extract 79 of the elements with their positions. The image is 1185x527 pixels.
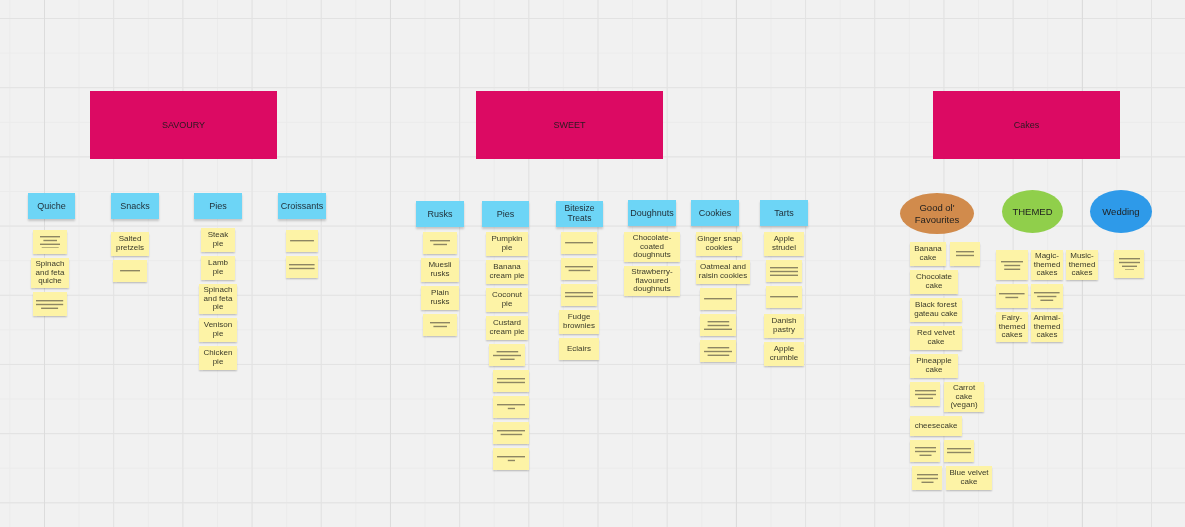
sticky-note [561, 284, 597, 306]
sticky-note: Apple strudel [764, 232, 804, 256]
category-ellipse: Good ol' Favourites [900, 193, 974, 234]
sticky-note: Muesli rusks [421, 258, 459, 282]
category-tab: Bitesize Treats [556, 201, 603, 227]
sticky-note: Ginger snap cookies [696, 232, 742, 256]
sticky-note: Danish pastry [764, 314, 804, 338]
category-tab: Croissants [278, 193, 326, 219]
sticky-note: Blue velvet cake [946, 466, 992, 490]
sticky-note: Apple crumble [764, 342, 804, 366]
section-header: Cakes [933, 91, 1120, 159]
category-tab: Cookies [691, 200, 739, 226]
sticky-note: Custard cream pie [486, 316, 528, 340]
sticky-note: Venison pie [199, 318, 237, 342]
sticky-note [489, 344, 525, 366]
section-header: SWEET [476, 91, 663, 159]
sticky-note: Chicken pie [199, 346, 237, 370]
sticky-note: Black forest gateau cake [910, 298, 962, 322]
sticky-note [423, 232, 457, 254]
sticky-note [561, 258, 597, 280]
category-tab: Rusks [416, 201, 464, 227]
sticky-note: Fairy-themed cakes [996, 312, 1028, 342]
category-tab: Doughnuts [628, 200, 676, 226]
sticky-note: Oatmeal and raisin cookies [696, 260, 750, 284]
sticky-note [286, 230, 318, 252]
sticky-note [912, 466, 942, 490]
sticky-note: Pineapple cake [910, 354, 958, 378]
sticky-note: Spinach and feta pie [199, 284, 237, 314]
sticky-note [944, 440, 974, 462]
sticky-note: Magic-themed cakes [1031, 250, 1063, 280]
sticky-note: Carrot cake (vegan) [944, 382, 984, 412]
sticky-note [493, 370, 529, 392]
sticky-note: Coconut pie [486, 288, 528, 312]
sticky-note [996, 284, 1028, 308]
sticky-note [493, 422, 529, 444]
sticky-note: cheesecake [910, 416, 962, 436]
sticky-note [700, 340, 736, 362]
sticky-note: Salted pretzels [111, 232, 149, 256]
sticky-note [493, 448, 529, 470]
sticky-note: Red velvet cake [910, 326, 962, 350]
sticky-note [766, 260, 802, 282]
sticky-note [286, 256, 318, 278]
sticky-note: Banana cake [910, 242, 946, 266]
sticky-note [700, 288, 736, 310]
sticky-note: Chocolate cake [910, 270, 958, 294]
sticky-note [113, 260, 147, 282]
sticky-note [1114, 250, 1144, 278]
category-tab: Quiche [28, 193, 75, 219]
sticky-note [33, 230, 67, 254]
sticky-note: Eclairs [559, 338, 599, 360]
sticky-note [700, 314, 736, 336]
sticky-note [910, 382, 940, 406]
sticky-note [561, 232, 597, 254]
section-header: SAVOURY [90, 91, 277, 159]
sticky-note: Music-themed cakes [1066, 250, 1098, 280]
category-ellipse: THEMED [1002, 190, 1063, 233]
sticky-note: Plain rusks [421, 286, 459, 310]
category-ellipse: Wedding [1090, 190, 1152, 233]
sticky-note [766, 286, 802, 308]
sticky-note: Pumpkin pie [486, 232, 528, 256]
sticky-note: Spinach and feta quiche [31, 258, 69, 288]
sticky-note [423, 314, 457, 336]
sticky-note: Fudge brownies [559, 310, 599, 334]
category-tab: Pies [194, 193, 242, 219]
category-tab: Tarts [760, 200, 808, 226]
sticky-note [950, 242, 980, 266]
sticky-note: Chocolate-coated doughnuts [624, 232, 680, 262]
sticky-note [996, 250, 1028, 280]
sticky-note [1031, 284, 1063, 308]
category-tab: Snacks [111, 193, 159, 219]
category-tab: Pies [482, 201, 529, 227]
sticky-note: Strawberry-flavoured doughnuts [624, 266, 680, 296]
sticky-note: Animal-themed cakes [1031, 312, 1063, 342]
sticky-note: Banana cream pie [486, 260, 528, 284]
sticky-note [493, 396, 529, 418]
sticky-note [33, 292, 67, 316]
sticky-note [910, 440, 940, 462]
sticky-note: Steak pie [201, 228, 235, 252]
sticky-note: Lamb pie [201, 256, 235, 280]
